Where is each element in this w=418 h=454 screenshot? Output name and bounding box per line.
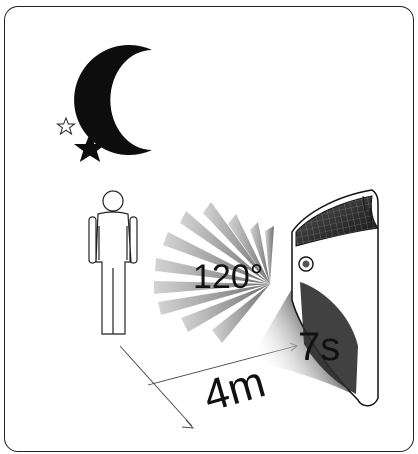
crescent-moon-icon: [74, 45, 152, 155]
outline-star-icon: [58, 118, 75, 134]
detection-angle-label: 120°: [193, 260, 263, 294]
light-duration-label: 7s: [298, 327, 340, 367]
person-icon: [89, 191, 137, 334]
